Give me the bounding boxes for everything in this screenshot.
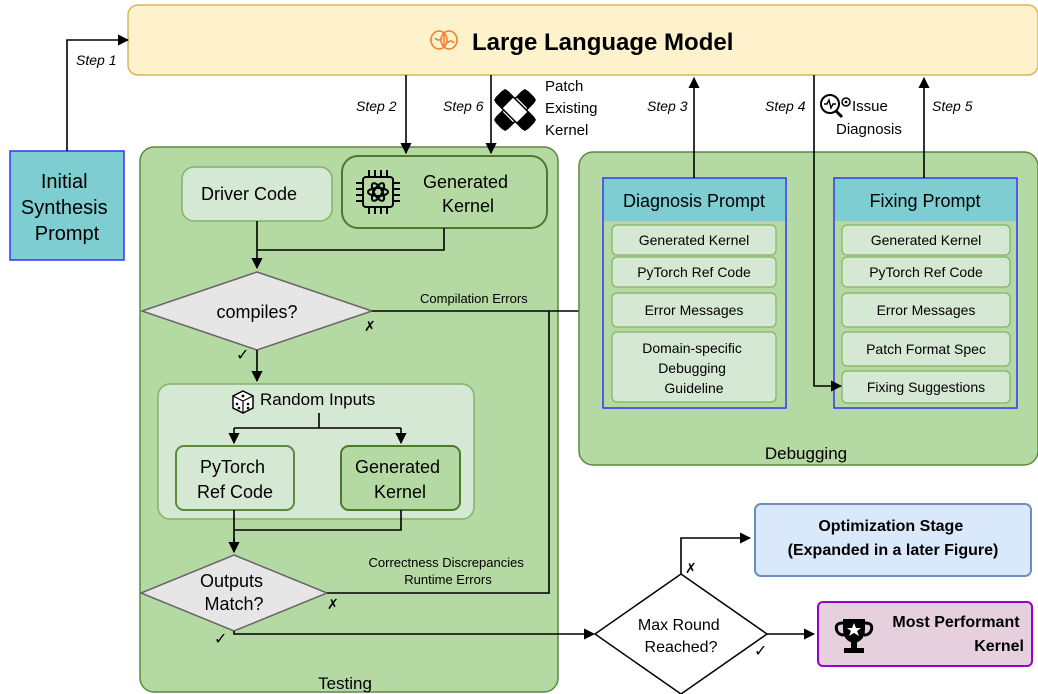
step5-label: Step 5 xyxy=(932,98,973,114)
compiles-fail-mark: ✗ xyxy=(364,318,376,334)
diagnosis-item-guideline-label: Domain-specific Debugging Guideline xyxy=(642,340,745,396)
diagnosis-item-generated-kernel xyxy=(611,224,777,256)
optimization-stage-label: Optimization Stage (Expanded in a later … xyxy=(788,518,999,559)
diagnosis-prompt-header xyxy=(604,179,785,221)
step2-label: Step 2 xyxy=(356,98,397,114)
chip-icon xyxy=(356,170,400,214)
driver-code-label: Driver Code xyxy=(201,184,297,204)
fixing-item-generated-kernel-label: Generated Kernel xyxy=(871,232,982,248)
inputs-split-line xyxy=(234,413,401,429)
initial-prompt-text: Initial Synthesis Prompt xyxy=(21,171,113,245)
max-round-decision xyxy=(593,573,769,694)
pytorch-ref-label: PyTorch Ref Code xyxy=(197,457,273,502)
most-performant-label: Most Performant Kernel xyxy=(892,614,1024,655)
testing-title: Testing xyxy=(318,674,372,693)
correctness-errors-line xyxy=(327,311,550,594)
step1-arrow xyxy=(66,34,130,151)
llm-title: Large Language Model xyxy=(472,29,733,56)
fixing-item-suggestions-label: Fixing Suggestions xyxy=(867,379,985,395)
generated-kernel-test-label: Generated Kernel xyxy=(355,457,445,502)
patch-label: Patch Existing Kernel xyxy=(545,78,602,139)
step6-label: Step 6 xyxy=(443,98,484,114)
initial-synthesis-prompt-box xyxy=(9,150,125,261)
outputs-match-label: Outputs Match? xyxy=(200,571,268,614)
issue-diagnosis-label: Issue Diagnosis xyxy=(836,98,902,138)
outputs-fail-mark: ✗ xyxy=(327,596,339,612)
trophy-icon xyxy=(834,619,874,653)
step4-label: Step 4 xyxy=(765,98,806,114)
dice-icon xyxy=(232,390,254,414)
compiles-pass-mark: ✓ xyxy=(236,347,249,364)
fixing-item-pytorch-ref-label: PyTorch Ref Code xyxy=(869,264,983,280)
diagnosis-item-generated-kernel-label: Generated Kernel xyxy=(639,232,750,248)
random-inputs-label: Random Inputs xyxy=(260,390,375,409)
fixing-prompt-header xyxy=(835,179,1016,221)
diagnosis-item-guideline xyxy=(611,331,777,403)
fixing-item-error-messages-label: Error Messages xyxy=(877,302,976,318)
maxround-yes-mark: ✓ xyxy=(754,643,767,660)
diagnosis-item-error-messages-label: Error Messages xyxy=(645,302,744,318)
step4-arrow xyxy=(813,75,843,392)
step3-label: Step 3 xyxy=(647,98,688,114)
step1-label: Step 1 xyxy=(76,52,116,68)
diagnosis-prompt-title: Diagnosis Prompt xyxy=(623,191,765,211)
diagnosis-item-error-messages xyxy=(611,292,777,328)
fixing-item-generated-kernel xyxy=(841,224,1011,256)
diagnosis-magnifier-icon xyxy=(820,94,851,119)
fixing-item-pytorch-ref xyxy=(841,256,1011,288)
fixing-item-patch-format-label: Patch Format Spec xyxy=(866,341,986,357)
fixing-item-error-messages xyxy=(841,292,1011,328)
compiles-label: compiles? xyxy=(216,302,297,322)
optimization-stage-box xyxy=(754,503,1032,577)
fixing-item-patch-format xyxy=(841,331,1011,367)
brain-icon xyxy=(430,30,458,50)
kernel-to-merge2-line xyxy=(234,510,402,531)
debugging-title: Debugging xyxy=(765,444,847,463)
pytorch-ref-box xyxy=(175,445,295,511)
outputs-pass-mark: ✓ xyxy=(214,631,227,648)
fixing-prompt-title: Fixing Prompt xyxy=(869,191,980,211)
diagnosis-item-pytorch-ref xyxy=(611,256,777,288)
max-round-label: Max Round Reached? xyxy=(638,617,724,656)
maxround-no-arrow xyxy=(680,532,752,574)
most-performant-box xyxy=(817,601,1033,667)
maxround-no-mark: ✗ xyxy=(685,560,697,576)
bandage-cross-icon xyxy=(493,88,537,132)
generated-kernel-label: Generated Kernel xyxy=(423,172,513,216)
diagnosis-item-pytorch-ref-label: PyTorch Ref Code xyxy=(637,264,751,280)
correctness-errors-label: Correctness Discrepancies Runtime Errors xyxy=(369,555,528,587)
kernel-to-merge-line xyxy=(257,228,445,251)
compilation-errors-label: Compilation Errors xyxy=(420,291,528,306)
outputs-to-maxround-arrow xyxy=(233,628,596,640)
